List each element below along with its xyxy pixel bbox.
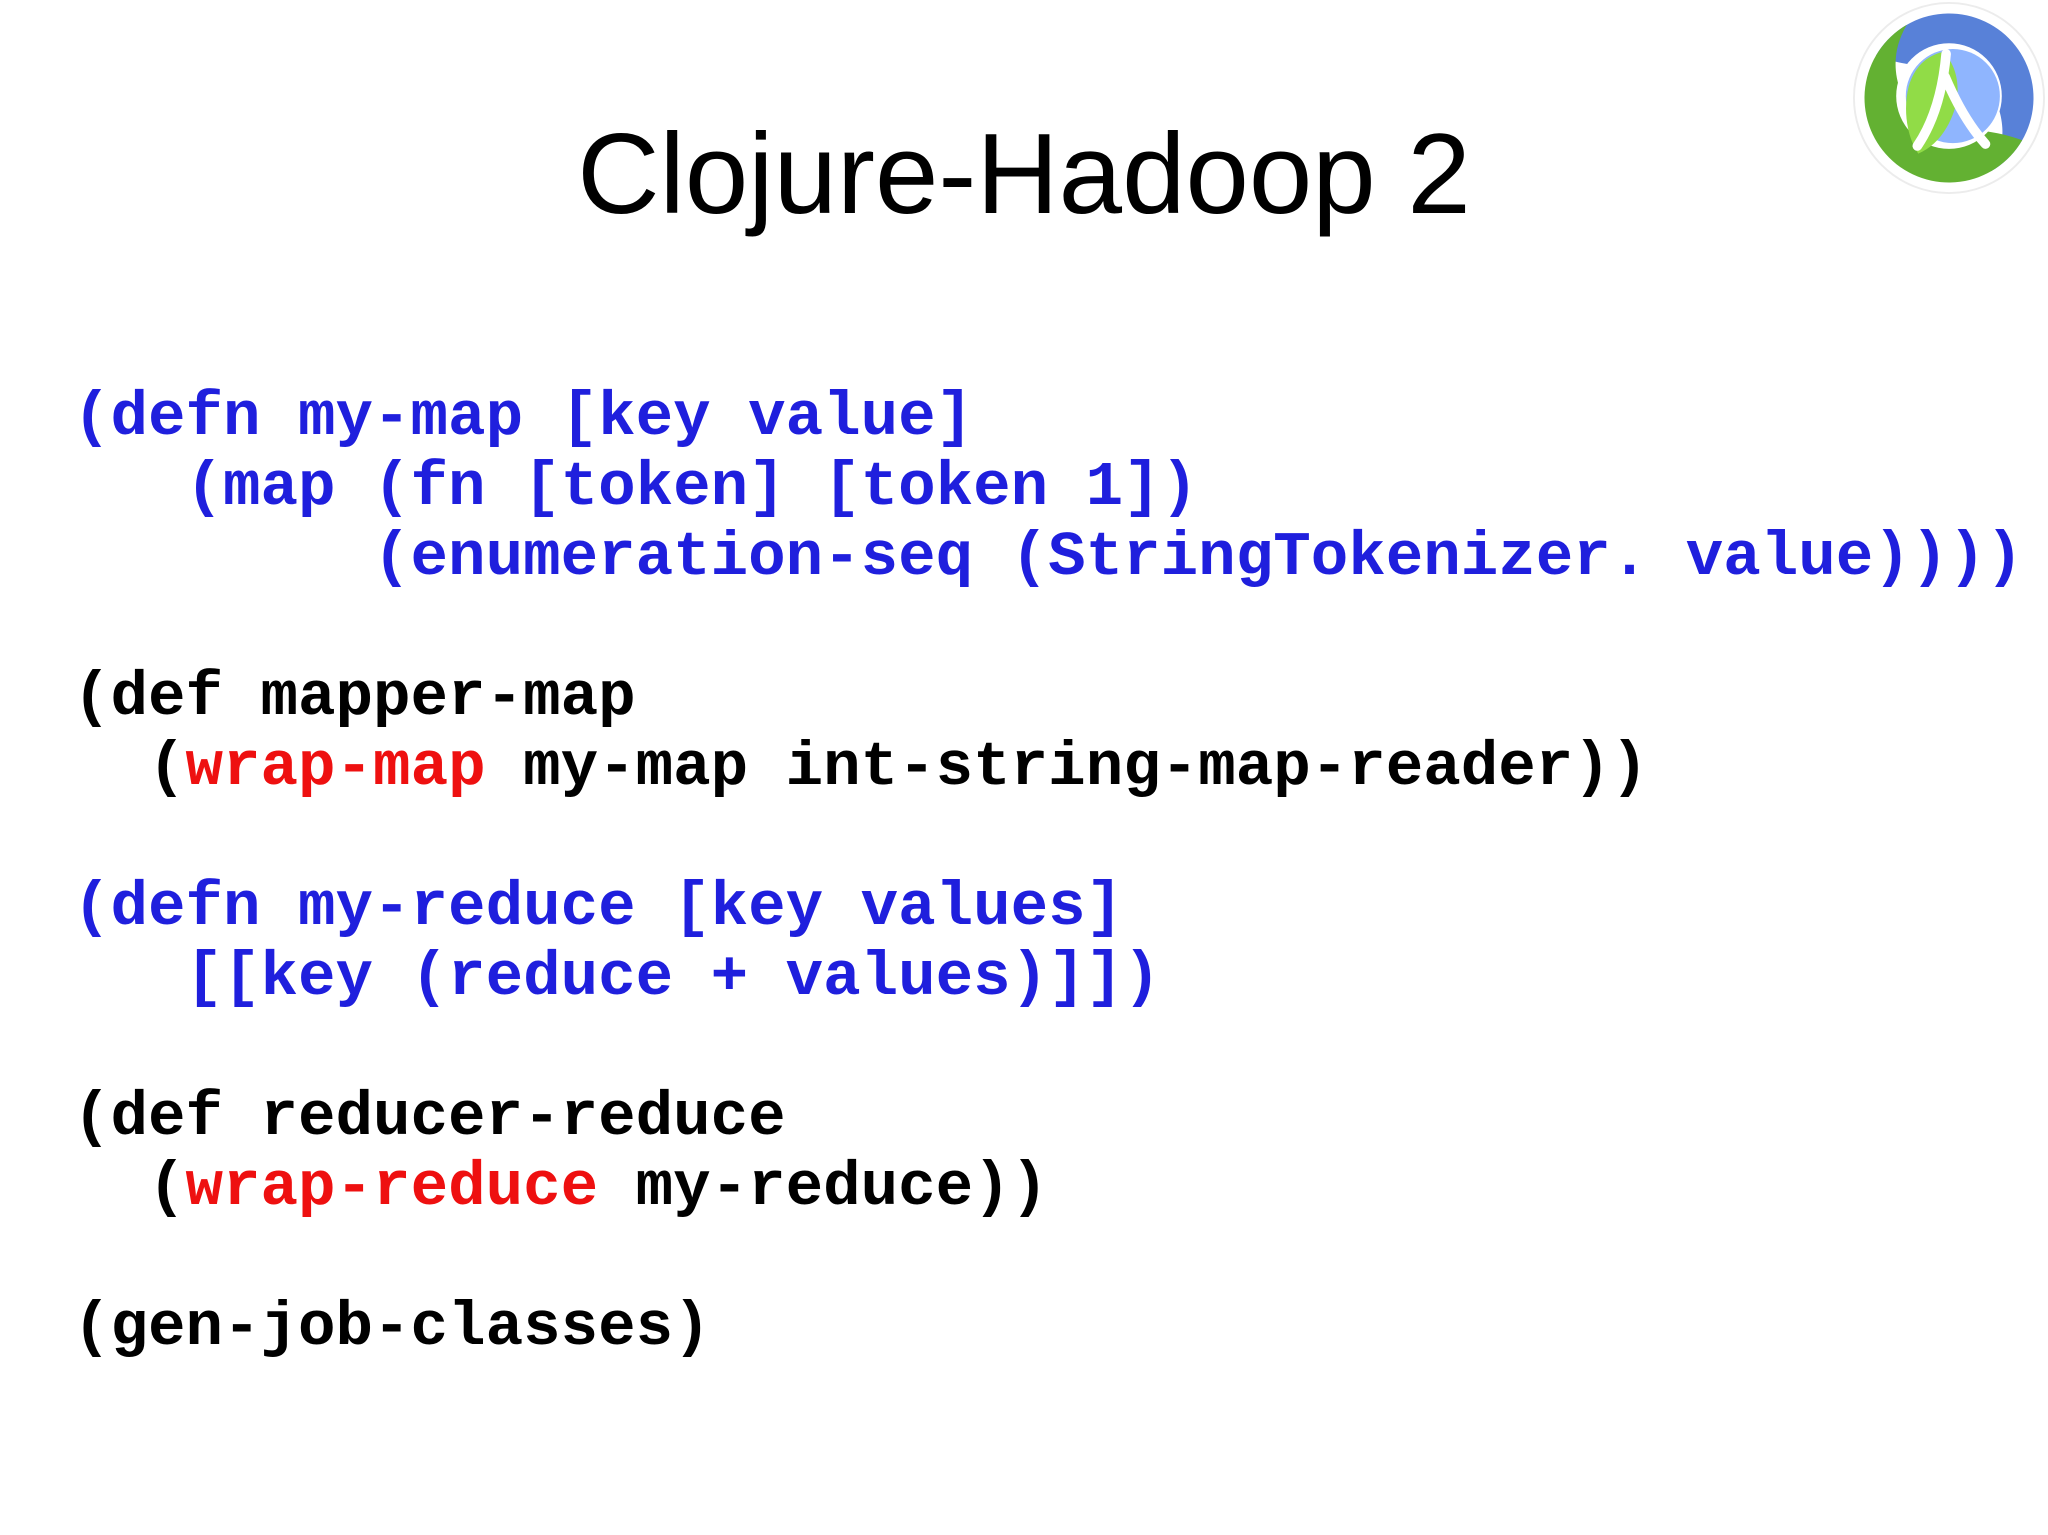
logo-blue-swoosh [1875, 13, 2034, 172]
code-segment: (defn my-reduce [key values] [73, 872, 1124, 943]
code-segment: (gen-job-classes) [73, 1292, 711, 1363]
code-segment: (map (fn [token] [token 1]) [73, 452, 1199, 523]
code-line [73, 803, 2023, 873]
logo-lambda-right-leg [1940, 72, 1991, 149]
code-segment: (enumeration-seq (StringTokenizer. value… [73, 522, 2024, 593]
code-line: (map (fn [token] [token 1]) [73, 453, 2023, 523]
code-segment: [[key (reduce + values)]]) [73, 942, 1161, 1013]
code-block: (defn my-map [key value] (map (fn [token… [73, 383, 2023, 1363]
code-line: (defn my-map [key value] [73, 383, 2023, 453]
code-segment: my-reduce)) [598, 1152, 1049, 1223]
code-line: (gen-job-classes) [73, 1293, 2023, 1363]
code-segment: (defn my-map [key value] [73, 382, 974, 453]
code-segment: (def reducer-reduce [73, 1082, 786, 1153]
code-line [73, 593, 2023, 663]
code-line [73, 1013, 2023, 1083]
clojure-logo-icon [1853, 2, 2045, 194]
code-segment: ( [73, 732, 186, 803]
code-line [73, 1223, 2023, 1293]
code-segment: wrap-reduce [185, 1152, 599, 1223]
code-line: (wrap-reduce my-reduce)) [73, 1153, 2023, 1223]
code-line: (enumeration-seq (StringTokenizer. value… [73, 523, 2023, 593]
code-line: (def mapper-map [73, 663, 2023, 733]
code-line: (def reducer-reduce [73, 1083, 2023, 1153]
code-segment: my-map int-string-map-reader)) [485, 732, 1649, 803]
code-line: [[key (reduce + values)]]) [73, 943, 2023, 1013]
code-line: (defn my-reduce [key values] [73, 873, 2023, 943]
code-segment: ( [73, 1152, 186, 1223]
logo-lambda-left-leg [1912, 49, 1951, 151]
code-line: (wrap-map my-map int-string-map-reader)) [73, 733, 2023, 803]
code-segment: (def mapper-map [73, 662, 636, 733]
slide-title: Clojure-Hadoop 2 [577, 111, 1471, 238]
code-segment: wrap-map [185, 732, 486, 803]
